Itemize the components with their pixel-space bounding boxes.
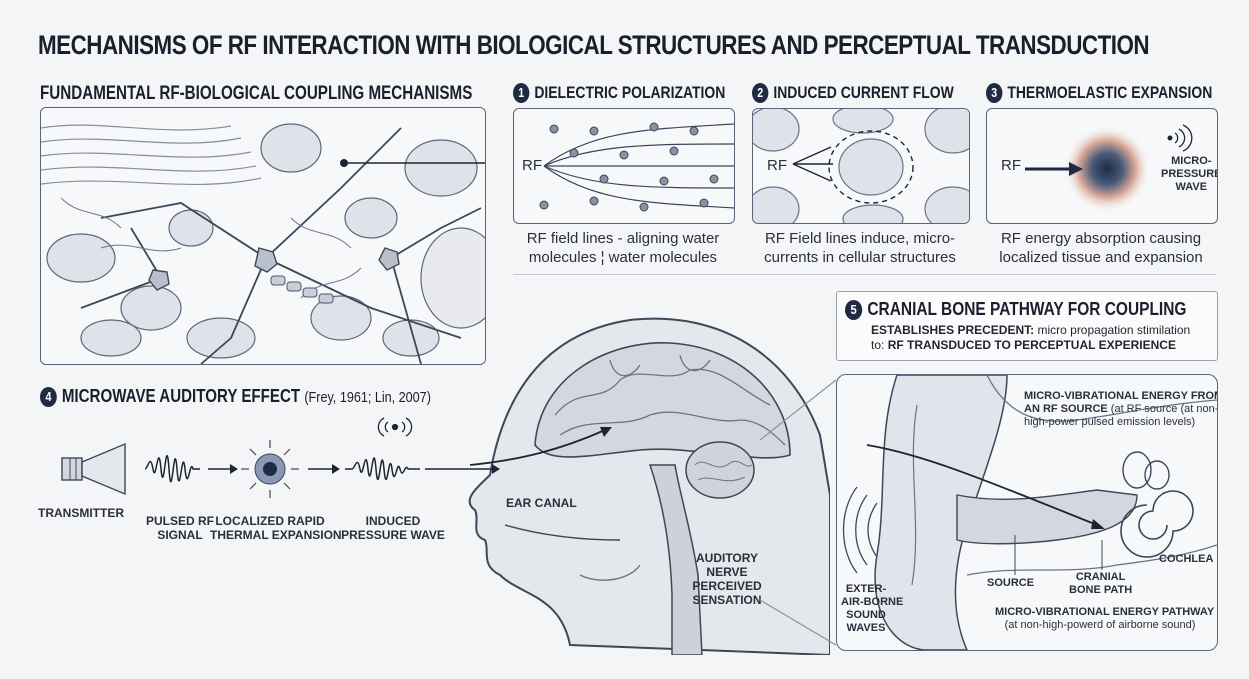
cranial-bone-path-label: CRANIAL BONE PATH (1069, 571, 1132, 597)
cranial-number: 5 (845, 300, 862, 320)
thermal-expansion-icon (241, 440, 299, 498)
cranial-line-1: ESTABLISHES PRECEDENT: micro propagation… (871, 323, 1190, 337)
neural-tissue-panel (40, 107, 486, 365)
transmitter-icon (62, 444, 125, 494)
panel-3-caption: RF energy absorption causing localized t… (986, 229, 1216, 267)
step-pulsed-rf-label: PULSED RF SIGNAL (140, 514, 220, 542)
pulsed-rf-wave-icon (145, 456, 200, 482)
step-transmitter-label: TRANSMITTER (38, 506, 124, 520)
panel-2-caption: RF Field lines induce, micro- currents i… (752, 229, 968, 267)
panel-2-rf-label: RF (767, 157, 787, 174)
fundamental-heading: FUNDAMENTAL RF-BIOLOGICAL COUPLING MECHA… (40, 83, 472, 105)
micro-vibrational-pathway-label: MICRO-VIBRATIONAL ENERGY PATHWAY (at non… (995, 606, 1205, 632)
auditory-effect-chain (40, 412, 500, 512)
pressure-wave-icon (345, 458, 420, 479)
ear-canal-label: EAR CANAL (506, 496, 577, 510)
arrow-icon (308, 464, 340, 474)
micro-pressure-label: MICRO- PRESSURE WAVE (1161, 155, 1218, 194)
sound-waves-icon (844, 487, 878, 573)
dielectric-illustration (514, 109, 734, 223)
panel-2-number: 2 (752, 83, 768, 103)
neural-tissue-illustration (41, 108, 485, 364)
ear-anatomy-panel: MICRO-VIBRATIONAL ENERGY FROM AN RF SOUR… (836, 374, 1218, 651)
step-thermal-expansion-label: LOCALIZED RAPID THERMAL EXPANSION (210, 514, 330, 542)
micro-vibrational-source-label: MICRO-VIBRATIONAL ENERGY FROM AN RF SOUR… (1024, 390, 1218, 429)
divider (513, 274, 1216, 275)
thermoelastic-panel: RF MICRO- PRESSURE WAVE (986, 108, 1218, 224)
auditory-nerve-label: AUDITORY NERVE PERCEIVED SENSATION (692, 551, 762, 607)
connector-lines (760, 360, 840, 650)
arrow-icon (208, 464, 238, 474)
dielectric-panel: RF (513, 108, 735, 224)
cranial-line-2: to: RF TRANSDUCED TO PERCEPTUAL EXPERIEN… (871, 338, 1176, 352)
panel-3-number: 3 (986, 83, 1002, 103)
source-label: SOURCE (987, 577, 1034, 590)
sound-emission-icon (378, 418, 411, 436)
panel-1-rf-label: RF (522, 157, 542, 174)
panel-3-rf-label: RF (1001, 157, 1021, 174)
auditory-number: 4 (40, 387, 57, 407)
induced-current-panel: RF (752, 108, 970, 224)
panel-1-caption: RF field lines - aligning water molecule… (513, 229, 733, 267)
auditory-citation: (Frey, 1961; Lin, 2007) (304, 389, 431, 406)
page-title: MECHANISMS OF RF INTERACTION WITH BIOLOG… (38, 30, 1149, 61)
panel-1-number: 1 (513, 83, 529, 103)
cochlea-label: COCHLEA (1159, 553, 1213, 566)
airborne-sound-waves-label: EXTER- AIR-BORNE SOUND WAVES (841, 583, 891, 635)
step-pressure-wave-label: INDUCED PRESSURE WAVE (338, 514, 448, 542)
semicircular-canals-icon (1123, 452, 1169, 489)
